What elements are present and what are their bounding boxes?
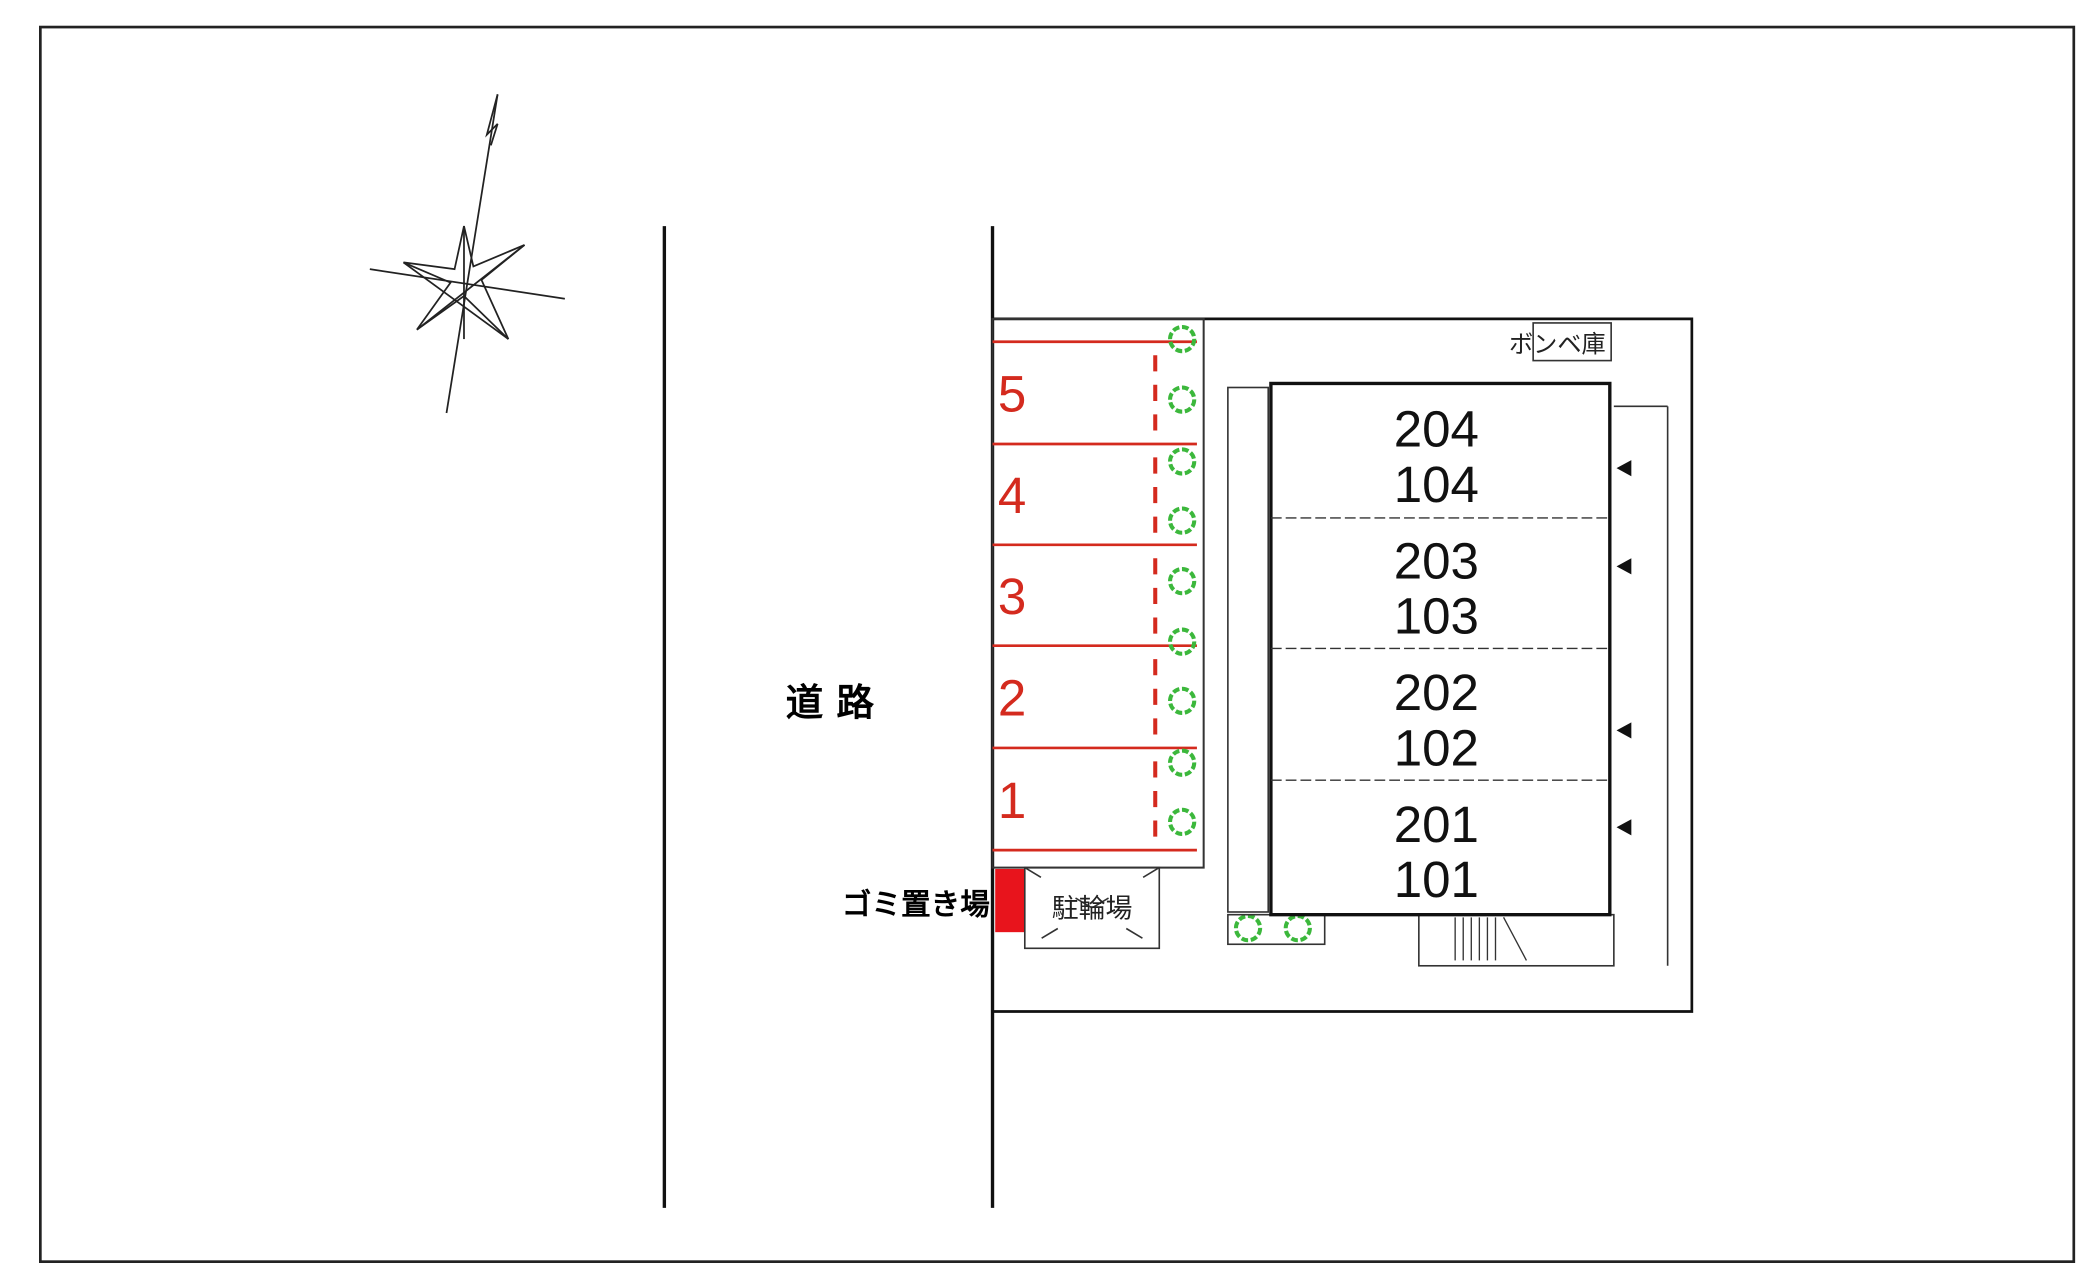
- unit-number-upper: 202: [1394, 664, 1479, 721]
- gas-storage-label: ボンベ庫: [1509, 331, 1606, 359]
- bicycle-parking: [1023, 866, 1161, 950]
- shrub-icon: [1168, 686, 1197, 715]
- unit-number-upper: 204: [1394, 401, 1479, 458]
- entrance-arrow-icon: [1616, 819, 1632, 836]
- parking-space-number: 1: [998, 772, 1026, 829]
- shrub-icon: [1168, 506, 1197, 535]
- road-label: 道 路: [786, 681, 875, 725]
- parking-space-number: 2: [998, 670, 1026, 727]
- shrub-icon: [1168, 807, 1197, 837]
- unit-number-lower: 104: [1394, 456, 1479, 513]
- entrance-arrow-icon: [1616, 722, 1632, 739]
- unit-dividers: [1270, 517, 1610, 781]
- stairs: [1454, 917, 1528, 961]
- shrubs: [1168, 324, 1312, 943]
- unit-number-upper: 201: [1394, 796, 1479, 853]
- unit-number-lower: 102: [1394, 719, 1479, 776]
- garbage-area: [995, 868, 1025, 933]
- frame-border: [39, 25, 2076, 1264]
- compass-icon: [369, 94, 565, 414]
- unit-number-upper: 203: [1394, 532, 1479, 589]
- shrub-icon: [1168, 748, 1197, 777]
- gas-storage: [1532, 322, 1612, 362]
- parking-space-number: 4: [998, 467, 1026, 524]
- site-boundary: [992, 317, 1694, 1013]
- bicycle-parking-label: 駐輪場: [1052, 893, 1133, 924]
- garbage-label: ゴミ置き場: [842, 888, 990, 922]
- shrub-icon: [1168, 447, 1197, 476]
- shrub-icon: [1168, 385, 1197, 414]
- shrub-icon: [1168, 324, 1197, 354]
- shrub-icon: [1233, 914, 1263, 943]
- parking-space-number: 5: [998, 366, 1026, 423]
- parking-space-number: 3: [998, 568, 1026, 625]
- unit-number-lower: 101: [1394, 851, 1479, 908]
- entrance-arrow-icon: [1616, 558, 1632, 575]
- entrance-markers: [1616, 460, 1632, 836]
- shrub-icon: [1168, 567, 1197, 596]
- parking-lines: 5 4 3 2 1: [992, 340, 1197, 852]
- shrub-icon: [1283, 914, 1312, 943]
- unit-number-lower: 103: [1394, 588, 1479, 645]
- shrub-icon: [1168, 627, 1197, 656]
- entrance-arrow-icon: [1616, 460, 1632, 477]
